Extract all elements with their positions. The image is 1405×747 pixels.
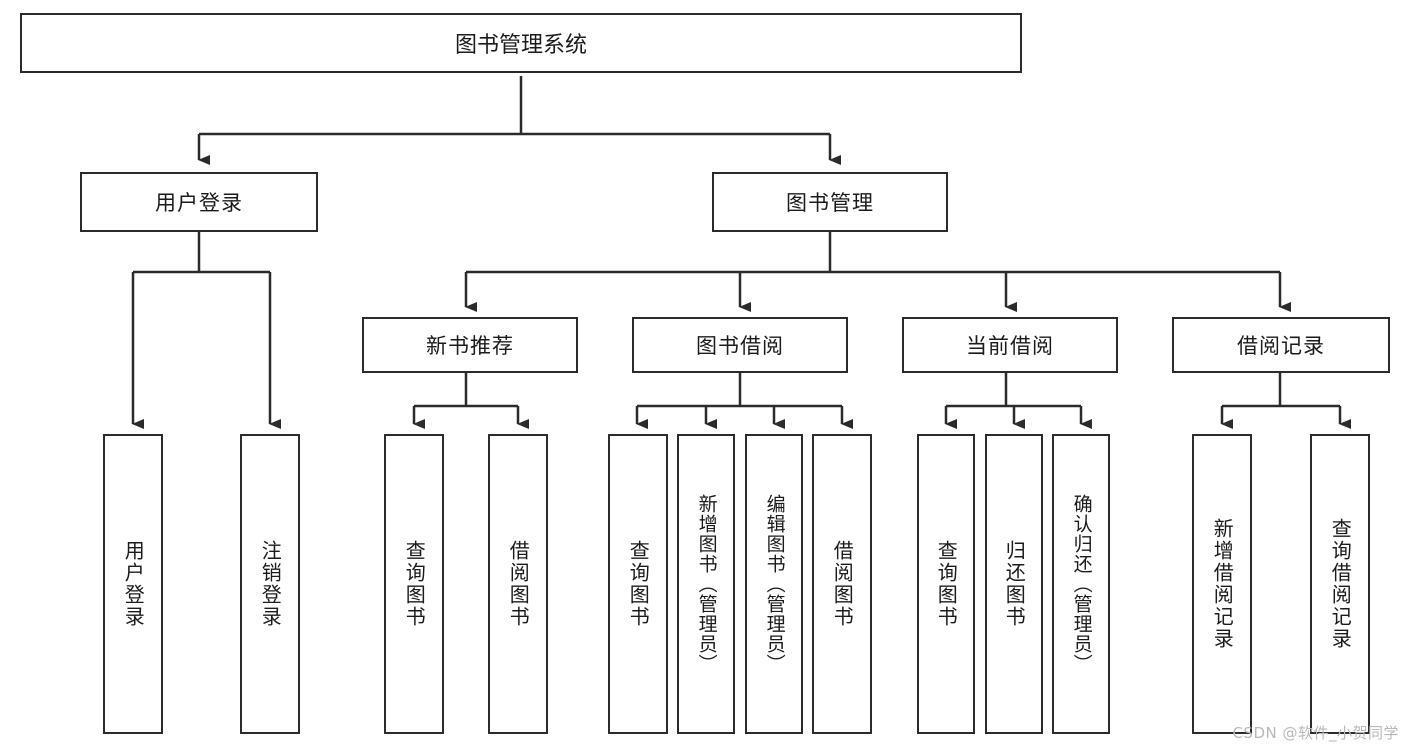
leaf-current-borrow-1[interactable]: 查询图书: [917, 434, 975, 734]
node-user-login-label: 用户登录: [155, 191, 243, 215]
node-user-login[interactable]: 用户登录: [80, 172, 318, 232]
leaf-current-borrow-3[interactable]: 确认归还（管理员）: [1052, 434, 1110, 734]
leaf-book-borrow-1-label: 查询图书: [626, 540, 651, 628]
node-root-label: 图书管理系统: [454, 33, 587, 58]
leaf-book-borrow-2[interactable]: 新增图书（管理员）: [677, 434, 735, 734]
leaf-user-login-1[interactable]: 用户登录: [103, 434, 163, 734]
leaf-new-book-2-label: 借阅图书: [506, 540, 531, 628]
leaf-new-book-1[interactable]: 查询图书: [384, 434, 444, 734]
leaf-current-borrow-1-label: 查询图书: [934, 540, 959, 628]
leaf-book-borrow-3[interactable]: 编辑图书（管理员）: [745, 434, 803, 734]
leaf-borrow-record-2-label: 查询借阅记录: [1328, 518, 1353, 650]
leaf-borrow-record-1[interactable]: 新增借阅记录: [1192, 434, 1252, 734]
node-new-book-recommend-label: 新书推荐: [426, 334, 514, 358]
leaf-new-book-1-label: 查询图书: [402, 540, 427, 628]
leaf-user-login-2-label: 注销登录: [258, 540, 283, 628]
leaf-user-login-1-label: 用户登录: [121, 540, 146, 628]
node-book-borrow-label: 图书借阅: [696, 334, 784, 358]
node-current-borrow[interactable]: 当前借阅: [902, 317, 1118, 373]
node-new-book-recommend[interactable]: 新书推荐: [362, 317, 578, 373]
leaf-current-borrow-3-label: 确认归还（管理员）: [1070, 494, 1093, 674]
node-book-manage[interactable]: 图书管理: [712, 172, 948, 232]
leaf-current-borrow-2[interactable]: 归还图书: [985, 434, 1043, 734]
node-root[interactable]: 图书管理系统: [20, 13, 1022, 73]
node-borrow-record[interactable]: 借阅记录: [1172, 317, 1390, 373]
leaf-borrow-record-1-label: 新增借阅记录: [1210, 518, 1235, 650]
leaf-borrow-record-2[interactable]: 查询借阅记录: [1310, 434, 1370, 734]
leaf-book-borrow-3-label: 编辑图书（管理员）: [763, 494, 786, 674]
node-borrow-record-label: 借阅记录: [1237, 334, 1325, 358]
csdn-watermark: CSDN @软件_小贺同学: [1232, 724, 1399, 742]
leaf-user-login-2[interactable]: 注销登录: [240, 434, 300, 734]
node-current-borrow-label: 当前借阅: [966, 334, 1054, 358]
leaf-new-book-2[interactable]: 借阅图书: [488, 434, 548, 734]
leaf-book-borrow-1[interactable]: 查询图书: [608, 434, 668, 734]
node-book-borrow[interactable]: 图书借阅: [632, 317, 848, 373]
node-book-manage-label: 图书管理: [786, 191, 874, 215]
leaf-book-borrow-4-label: 借阅图书: [830, 540, 855, 628]
leaf-current-borrow-2-label: 归还图书: [1002, 540, 1027, 628]
leaf-book-borrow-2-label: 新增图书（管理员）: [695, 494, 718, 674]
leaf-book-borrow-4[interactable]: 借阅图书: [812, 434, 872, 734]
